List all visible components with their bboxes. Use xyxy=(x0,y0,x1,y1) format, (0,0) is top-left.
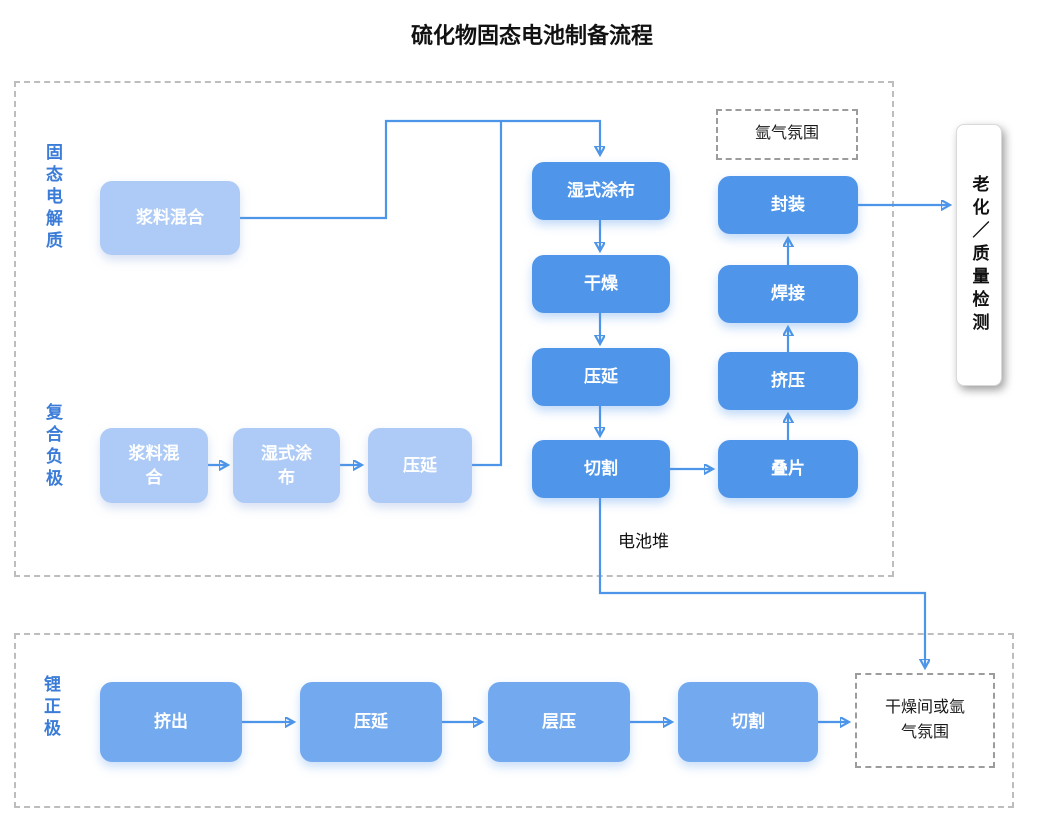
node-label: 干燥 xyxy=(584,274,618,294)
node-calendering-cathode: 压延 xyxy=(300,682,442,762)
node-slurry-mixing-electrolyte: 浆料混合 xyxy=(100,181,240,255)
label-cell-stack: 电池堆 xyxy=(618,532,669,551)
node-stacking: 叠片 xyxy=(718,440,858,498)
node-label: 氩气氛围 xyxy=(754,125,819,143)
node-label: 叠片 xyxy=(771,459,805,479)
node-packaging: 封装 xyxy=(718,176,858,234)
node-label: 焊接 xyxy=(771,284,805,304)
node-dry-room-argon: 干燥间或氩气氛围 xyxy=(855,673,995,768)
node-argon-atmosphere: 氩气氛围 xyxy=(716,109,858,160)
node-extrusion: 挤出 xyxy=(100,682,242,762)
node-label: 干燥间或氩气氛围 xyxy=(884,698,965,741)
node-label: 封装 xyxy=(771,195,805,215)
node-drying: 干燥 xyxy=(532,255,670,313)
node-lamination: 层压 xyxy=(488,682,630,762)
node-cutting-cathode: 切割 xyxy=(678,682,818,762)
node-label: 浆料混合 xyxy=(128,443,180,487)
node-label: 压延 xyxy=(584,367,618,387)
node-label: 老化／质量检测 xyxy=(969,174,989,336)
node-wet-coating-anode: 湿式涂布 xyxy=(233,428,340,503)
node-wet-coating-main: 湿式涂布 xyxy=(532,162,670,220)
node-label: 压延 xyxy=(354,712,388,732)
node-label: 浆料混合 xyxy=(136,208,204,228)
label-composite-anode: 复合负极 xyxy=(43,403,62,491)
node-cutting-main: 切割 xyxy=(532,440,670,498)
node-slurry-mixing-anode: 浆料混合 xyxy=(100,428,208,503)
node-pressing: 挤压 xyxy=(718,352,858,410)
node-label: 切割 xyxy=(731,712,765,732)
node-aging-quality-check: 老化／质量检测 xyxy=(956,124,1002,386)
node-label: 层压 xyxy=(542,712,576,732)
diagram-title: 硫化物固态电池制备流程 xyxy=(410,23,653,48)
node-label: 湿式涂布 xyxy=(567,181,635,201)
node-label: 湿式涂布 xyxy=(261,443,312,487)
label-lithium-cathode: 锂正极 xyxy=(41,675,60,741)
node-label: 挤出 xyxy=(154,712,188,732)
node-label: 切割 xyxy=(584,459,618,479)
top-process-region xyxy=(14,81,894,577)
node-calendering-main: 压延 xyxy=(532,348,670,406)
node-welding: 焊接 xyxy=(718,265,858,323)
node-label: 压延 xyxy=(403,455,437,475)
node-calendering-anode: 压延 xyxy=(368,428,472,503)
node-label: 挤压 xyxy=(771,371,805,391)
label-solid-electrolyte: 固态电解质 xyxy=(43,143,62,253)
bottom-process-region xyxy=(14,633,1014,808)
